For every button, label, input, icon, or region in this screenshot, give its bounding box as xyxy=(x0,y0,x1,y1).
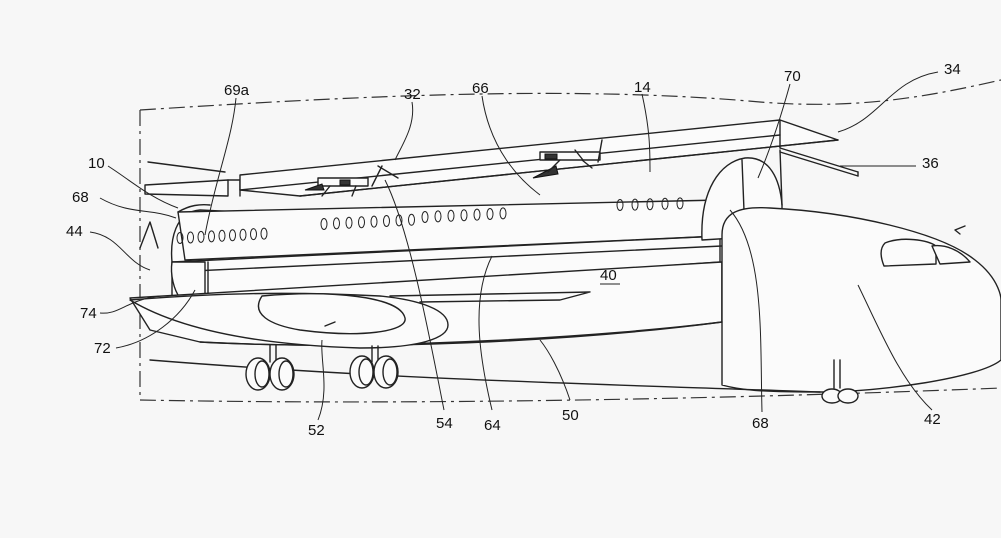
label-42: 42 xyxy=(924,411,941,428)
cabin-window xyxy=(447,209,455,222)
cabin-window xyxy=(333,217,340,230)
label-44: 44 xyxy=(66,223,83,240)
label-10: 10 xyxy=(88,155,105,172)
cabin-window xyxy=(345,216,353,229)
cabin-window xyxy=(250,228,257,241)
label-69a: 69a xyxy=(224,82,250,99)
label-74: 74 xyxy=(80,305,97,322)
nose-landing-gear xyxy=(821,359,859,404)
label-72: 72 xyxy=(94,340,111,357)
cabin-window xyxy=(187,231,194,244)
roof-beam xyxy=(239,119,859,197)
cabin-window xyxy=(197,230,205,243)
cabin-window xyxy=(218,229,226,242)
cabin-window xyxy=(229,229,236,242)
label-70: 70 xyxy=(784,68,801,85)
label-32: 32 xyxy=(404,86,421,103)
wing xyxy=(129,291,591,349)
cabin-window xyxy=(434,210,442,223)
cabin-window xyxy=(408,213,415,226)
reference-labels: 69a 32 66 14 70 34 10 36 68 44 40 74 72 … xyxy=(66,61,961,439)
cabin-window xyxy=(631,198,639,211)
cabin-window xyxy=(320,218,328,230)
main-landing-gear xyxy=(245,344,399,391)
label-68-front: 68 xyxy=(752,415,769,432)
cabin-window xyxy=(499,207,507,220)
cabin-window xyxy=(661,197,669,210)
cabin-window xyxy=(646,198,654,211)
cabin-window xyxy=(421,211,429,223)
cabin-window xyxy=(370,215,378,228)
cabin-window xyxy=(358,216,365,229)
cabin-module xyxy=(170,199,723,301)
rail-actuators xyxy=(304,139,603,197)
label-50: 50 xyxy=(562,407,579,424)
cabin-window xyxy=(208,230,215,243)
cabin-window xyxy=(460,209,468,222)
label-64: 64 xyxy=(484,417,501,434)
cabin-window xyxy=(616,199,624,211)
nose-section xyxy=(149,206,1001,393)
label-40: 40 xyxy=(600,267,617,284)
cabin-window xyxy=(486,208,494,220)
cabin-window xyxy=(260,227,268,240)
cabin-window xyxy=(473,208,481,221)
cabin-window xyxy=(176,232,184,244)
label-52: 52 xyxy=(308,422,325,439)
cabin-window xyxy=(239,228,247,241)
rear-cap xyxy=(170,261,206,299)
cabin-windows xyxy=(176,197,684,244)
label-68-rear: 68 xyxy=(72,189,89,206)
cabin-window xyxy=(676,197,684,210)
leader-lines xyxy=(89,71,939,421)
label-36: 36 xyxy=(922,155,939,172)
envelope-outline xyxy=(139,79,1001,403)
label-54: 54 xyxy=(436,415,453,432)
label-14: 14 xyxy=(634,79,651,96)
cabin-window xyxy=(383,215,390,227)
label-66: 66 xyxy=(472,80,489,97)
label-34: 34 xyxy=(944,61,961,78)
